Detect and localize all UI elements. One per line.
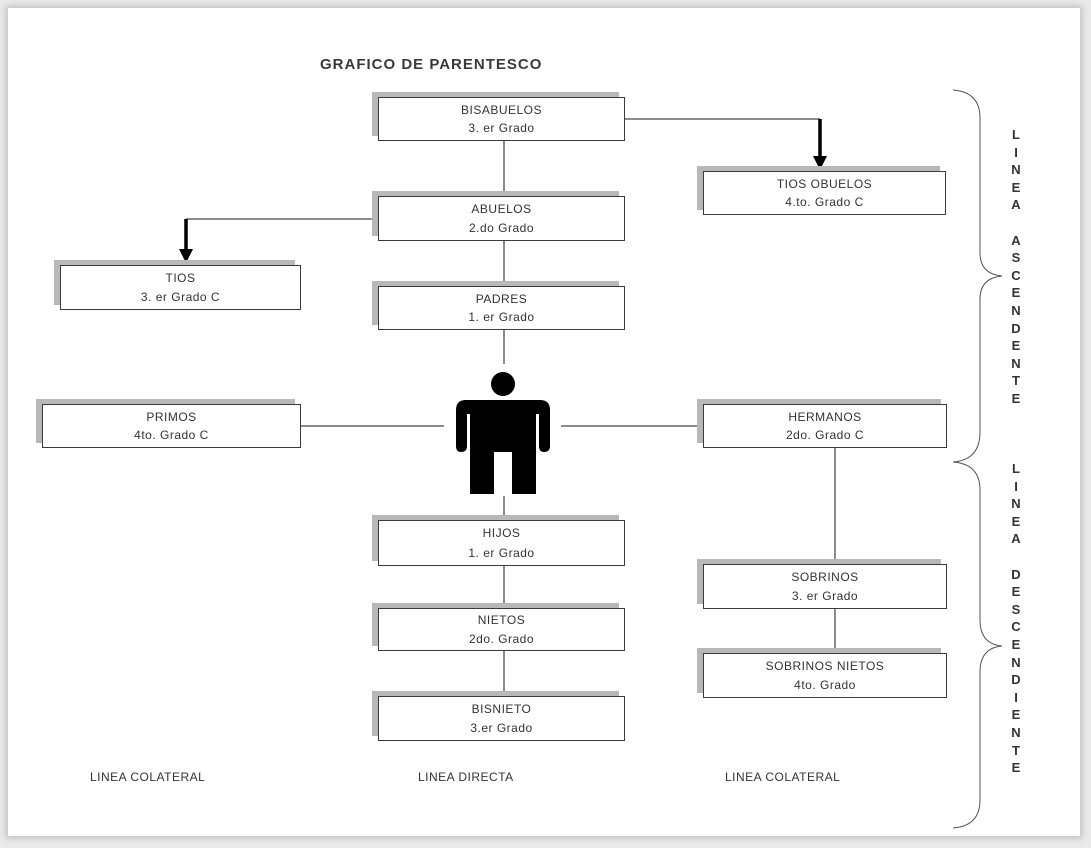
side-letter: C (1011, 619, 1021, 635)
node-bisnieto: BISNIETO 3.er Grado (378, 696, 625, 741)
side-letter: N (1011, 355, 1021, 371)
node-abuelos-grade: 2.do Grado (468, 221, 535, 235)
side-letter: L (1012, 127, 1020, 142)
side-letter: N (1011, 162, 1021, 178)
side-letter: E (1011, 707, 1021, 723)
node-abuelos: ABUELOS 2.do Grado (378, 196, 625, 241)
side-letter: I (1014, 144, 1018, 160)
side-letter: E (1011, 285, 1021, 301)
node-bisnieto-grade: 3.er Grado (470, 721, 533, 735)
node-hijos-name: HIJOS (482, 526, 521, 541)
side-letter: N (1011, 724, 1021, 740)
side-letter: E (1011, 179, 1021, 195)
footer-center: LINEA DIRECTA (418, 770, 514, 784)
side-letter: E (1011, 584, 1021, 600)
node-sobrinos-nietos-grade: 4to. Grado (794, 678, 856, 692)
node-sobrinos-nietos: SOBRINOS NIETOS 4to. Grado (703, 653, 947, 698)
node-tios-grade: 3. er Grado C (140, 290, 221, 304)
arrowhead-tios-obuelos (813, 156, 827, 170)
node-padres: PADRES 1. er Grado (378, 286, 625, 330)
page: GRAFICO DE PARENTESCO BISABUELOS 3. er G… (8, 8, 1080, 836)
side-letter (1004, 214, 1028, 232)
side-letter: A (1011, 232, 1021, 248)
side-letter: E (1011, 513, 1021, 529)
node-primos-grade: 4to. Grado C (134, 428, 209, 443)
side-letter: A (1011, 197, 1021, 213)
side-letter: D (1011, 320, 1021, 336)
side-letter: A (1011, 531, 1021, 547)
node-tios-name: TIOS (165, 271, 196, 285)
node-padres-name: PADRES (475, 291, 528, 306)
side-letter: D (1011, 566, 1021, 582)
node-sobrinos-nietos-name: SOBRINOS NIETOS (765, 659, 885, 673)
node-primos-name: PRIMOS (146, 409, 197, 424)
node-bisabuelos-name: BISABUELOS (460, 102, 543, 117)
side-letter: S (1011, 601, 1021, 617)
side-letter: E (1011, 636, 1021, 652)
side-letter: S (1011, 250, 1021, 266)
side-letter: E (1011, 338, 1021, 354)
node-tios-obuelos: TIOS OBUELOS 4.to. Grado C (703, 171, 946, 215)
brace-descendiente (952, 461, 1003, 829)
side-letter: T (1012, 742, 1020, 758)
brace-ascendente (952, 89, 1003, 463)
side-letter: L (1012, 461, 1020, 476)
side-letter: I (1014, 689, 1018, 705)
side-letter (1004, 548, 1028, 566)
node-tios: TIOS 3. er Grado C (60, 265, 301, 310)
node-nietos-name: NIETOS (477, 613, 526, 628)
node-padres-grade: 1. er Grado (468, 310, 535, 325)
node-nietos-grade: 2do. Grado (468, 631, 535, 646)
node-bisabuelos: BISABUELOS 3. er Grado (378, 97, 625, 141)
side-letter: T (1012, 373, 1020, 389)
node-primos: PRIMOS 4to. Grado C (42, 404, 301, 448)
node-hermanos: HERMANOS 2do. Grado C (703, 404, 947, 448)
side-letter: D (1011, 672, 1021, 688)
node-sobrinos-name: SOBRINOS (791, 570, 859, 584)
node-nietos: NIETOS 2do. Grado (378, 608, 625, 651)
side-letter: N (1011, 496, 1021, 512)
node-bisabuelos-grade: 3. er Grado (468, 121, 535, 136)
node-bisnieto-name: BISNIETO (471, 702, 532, 716)
diagram-title: GRAFICO DE PARENTESCO (320, 56, 543, 73)
connector-lines (179, 89, 1003, 829)
person-icon (456, 372, 550, 494)
footer-right: LINEA COLATERAL (725, 770, 841, 784)
node-tios-obuelos-name: TIOS OBUELOS (776, 176, 873, 191)
node-hermanos-name: HERMANOS (788, 409, 862, 424)
side-letter: E (1011, 760, 1021, 776)
side-letter: N (1011, 654, 1021, 670)
node-abuelos-name: ABUELOS (471, 202, 532, 216)
node-tios-obuelos-grade: 4.to. Grado C (785, 195, 864, 210)
node-hijos-grade: 1. er Grado (468, 545, 535, 560)
node-hermanos-grade: 2do. Grado C (785, 428, 865, 443)
node-hijos: HIJOS 1. er Grado (378, 520, 625, 566)
side-letter: E (1011, 390, 1021, 406)
footer-left: LINEA COLATERAL (90, 770, 206, 784)
side-letter: I (1014, 478, 1018, 494)
arrowhead-tios (179, 249, 193, 263)
node-sobrinos: SOBRINOS 3. er Grado (703, 564, 947, 609)
side-letter: N (1011, 302, 1021, 318)
node-sobrinos-grade: 3. er Grado (791, 589, 859, 603)
side-letter: C (1011, 267, 1021, 283)
